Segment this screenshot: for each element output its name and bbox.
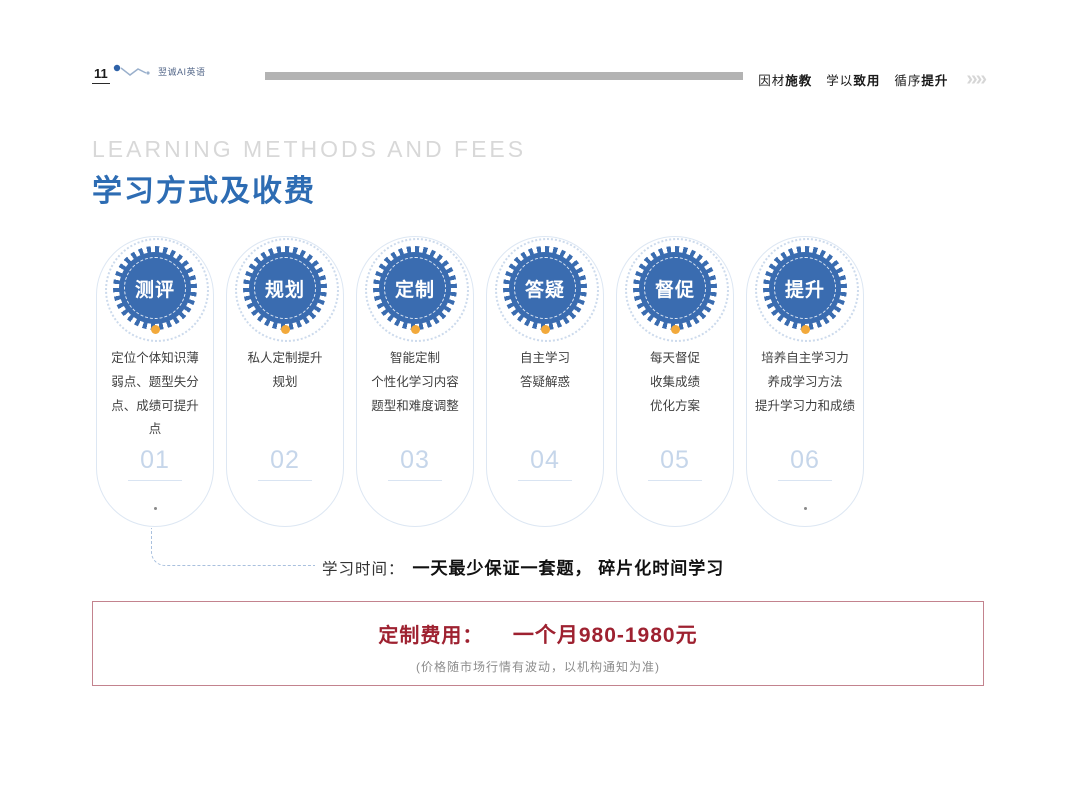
step-badge: 答疑 — [509, 252, 581, 324]
step-badge-seal-icon: 提升 — [763, 246, 847, 330]
step-badge-label: 答疑 — [524, 279, 565, 301]
badge-pin-dot-icon — [670, 325, 680, 334]
step-badge: 规划 — [249, 252, 321, 324]
step-card-5: 督促 每天督促 收集成绩 优化方案 05 — [616, 236, 734, 527]
step-badge: 督促 — [639, 252, 711, 324]
study-time-label: 学习时间： — [322, 561, 405, 578]
step-badge-label: 督促 — [654, 279, 695, 301]
step-description: 私人定制提升 规划 — [247, 351, 323, 389]
step-description: 智能定制 个性化学习内容 题型和难度调整 — [371, 351, 459, 413]
fee-box: 定制费用： 一个月980-1980元 (价格随市场行情有波动，以机构通知为准) — [92, 601, 984, 686]
step-badge-seal-icon: 规划 — [243, 246, 327, 330]
step-badge-label: 测评 — [134, 279, 175, 301]
title-english: LEARNING METHODS AND FEES — [92, 136, 527, 162]
step-badge-seal-icon: 定制 — [373, 246, 457, 330]
step-card-1: 测评 定位个体知识薄 弱点、题型失分 点、成绩可提升 点 01 — [96, 236, 214, 527]
fee-value: 一个月980-1980元 — [512, 624, 698, 647]
badge-pin-dot-icon — [800, 325, 810, 334]
decorative-dot — [803, 507, 807, 510]
step-badge-label: 提升 — [784, 279, 825, 301]
step-number: 05 — [660, 446, 690, 474]
page-title: 学习方式及收费 — [92, 175, 316, 208]
step-badge-seal-icon: 督促 — [633, 246, 717, 330]
step-description: 培养自主学习力 养成学习方法 提升学习力和成绩 — [754, 351, 855, 413]
dashed-connector-line — [151, 528, 315, 566]
badge-pin-dot-icon — [150, 325, 160, 334]
fee-label: 定制费用： — [378, 625, 484, 647]
step-description: 自主学习 答疑解惑 — [519, 351, 570, 389]
slogan-item: 学以致用 — [826, 73, 881, 88]
step-description: 定位个体知识薄 弱点、题型失分 点、成绩可提升 点 — [111, 351, 199, 437]
step-number: 03 — [400, 446, 430, 474]
chevron-arrows-icon: ›››› — [966, 68, 987, 90]
badge-pin-dot-icon — [280, 325, 290, 334]
step-number-underline — [128, 480, 182, 481]
header-slogans: 因材施教 学以致用 循序提升 ›››› — [758, 68, 987, 90]
step-number: 06 — [790, 446, 820, 474]
steps-row: 测评 定位个体知识薄 弱点、题型失分 点、成绩可提升 点 01 规划 私人定制提… — [96, 236, 864, 527]
step-number-underline — [648, 480, 702, 481]
study-time-value: 一天最少保证一套题， 碎片化时间学习 — [412, 559, 725, 578]
slogan-item: 循序提升 — [894, 73, 949, 88]
study-time-row: 学习时间： 一天最少保证一套题， 碎片化时间学习 — [322, 554, 724, 579]
step-badge: 提升 — [769, 252, 841, 324]
step-number-underline — [258, 480, 312, 481]
page-number: 11 — [92, 66, 110, 84]
brand-name: 翌诚AI英语 — [158, 66, 206, 77]
step-card-3: 定制 智能定制 个性化学习内容 题型和难度调整 03 — [356, 236, 474, 527]
step-number: 01 — [140, 446, 170, 474]
decorative-dot — [153, 507, 157, 510]
step-number-underline — [518, 480, 572, 481]
brand-logo: 翌诚AI英语 — [113, 63, 206, 79]
step-number-underline — [388, 480, 442, 481]
header-divider-bar — [265, 72, 743, 80]
step-card-2: 规划 私人定制提升 规划 02 — [226, 236, 344, 527]
step-number: 04 — [530, 446, 560, 474]
brand-logo-icon — [113, 64, 150, 76]
step-badge-label: 定制 — [394, 279, 435, 301]
step-number-underline — [778, 480, 832, 481]
slogan-item: 因材施教 — [758, 73, 813, 88]
step-badge: 定制 — [379, 252, 451, 324]
step-badge: 测评 — [119, 252, 191, 324]
step-badge-seal-icon: 测评 — [113, 246, 197, 330]
step-badge-label: 规划 — [264, 279, 305, 301]
step-number: 02 — [270, 446, 300, 474]
badge-pin-dot-icon — [410, 325, 420, 334]
fee-note: (价格随市场行情有波动，以机构通知为准) — [416, 660, 660, 674]
step-card-4: 答疑 自主学习 答疑解惑 04 — [486, 236, 604, 527]
step-card-6: 提升 培养自主学习力 养成学习方法 提升学习力和成绩 06 — [746, 236, 864, 527]
badge-pin-dot-icon — [540, 325, 550, 334]
fee-line: 定制费用： 一个月980-1980元 — [93, 619, 983, 649]
step-badge-seal-icon: 答疑 — [503, 246, 587, 330]
step-description: 每天督促 收集成绩 优化方案 — [649, 351, 700, 413]
